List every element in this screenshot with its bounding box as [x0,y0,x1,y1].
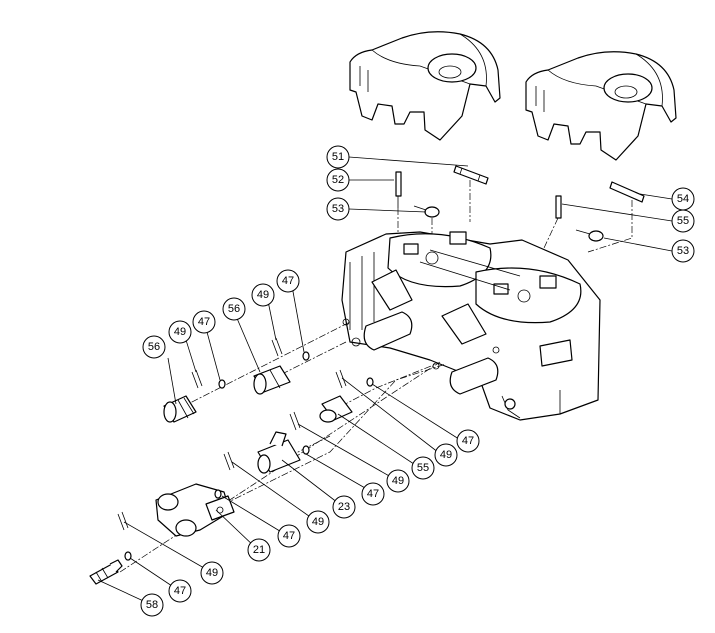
wire-connector-51 [453,165,489,185]
bypass-body-21 [155,483,235,537]
clip-49-mid [271,337,283,357]
svg-text:56: 56 [148,341,160,353]
callout-47-right: 47 [456,429,480,453]
svg-text:49: 49 [257,289,269,301]
clip-49-bottom [117,511,129,531]
washer-47-bottom [124,551,132,561]
callout-55-top: 55 [671,209,695,233]
callout-47-bottom: 47 [168,579,192,603]
svg-text:23: 23 [338,501,350,513]
callout-49-bottom: 49 [200,561,224,585]
svg-text:55: 55 [677,215,689,227]
washer-47-mid [302,351,310,361]
ring-terminal-53a [413,205,440,218]
drain-fitting-58 [89,559,123,585]
leader-lines [97,156,673,605]
callout-23: 23 [332,495,356,519]
callout-49-mid: 49 [251,283,275,307]
elbow-fitting-55 [319,395,353,423]
ring-terminal-53b [575,229,604,242]
svg-text:49: 49 [440,449,452,461]
washer-47-bypass [214,489,222,499]
clip-49-left [191,369,203,389]
callout-47-lower: 47 [277,524,301,548]
valve-cover-right [525,51,677,161]
callout-49-right: 49 [434,443,458,467]
clip-49-lower [223,451,235,471]
callout-55-bottom: 55 [411,456,435,480]
svg-text:49: 49 [206,567,218,579]
clip-49-right [335,369,347,389]
svg-text:53: 53 [677,245,689,257]
callout-51: 51 [326,145,350,169]
tee-fitting-23 [257,431,301,474]
callout-49-left: 49 [168,320,192,344]
svg-text:53: 53 [332,203,344,215]
svg-text:47: 47 [174,585,186,597]
svg-text:47: 47 [462,435,474,447]
washer-47-left [218,379,226,389]
callout-47-center: 47 [361,482,385,506]
svg-text:47: 47 [282,275,294,287]
wire-connector-55a [555,195,562,219]
callout-54: 54 [671,187,695,211]
svg-text:49: 49 [312,516,324,528]
clip-49-center [289,411,301,431]
callout-47-left: 47 [192,310,216,334]
callout-49-lower: 49 [306,510,330,534]
svg-text:47: 47 [283,530,295,542]
valve-body-assembly [341,231,601,421]
valve-cover-left [349,31,501,141]
svg-text:56: 56 [228,303,240,315]
wire-connector-54 [609,181,645,203]
callout-56-left: 56 [142,335,166,359]
callout-21: 21 [247,538,271,562]
svg-text:55: 55 [417,462,429,474]
fitting-56-left [163,395,197,423]
svg-text:52: 52 [332,174,344,186]
callout-47-mid: 47 [276,269,300,293]
svg-text:47: 47 [198,316,210,328]
callout-53-top: 53 [326,197,350,221]
callout-53-right: 53 [671,239,695,263]
svg-text:54: 54 [677,193,689,205]
svg-text:49: 49 [392,475,404,487]
svg-text:58: 58 [146,599,158,611]
fitting-56-mid [253,365,291,395]
svg-text:47: 47 [367,488,379,500]
wire-connector-52 [395,171,402,208]
callout-58: 58 [140,593,164,617]
svg-text:49: 49 [174,326,186,338]
svg-text:51: 51 [332,151,344,163]
callout-49-center: 49 [386,469,410,493]
washer-47-center [302,445,310,455]
svg-text:21: 21 [253,544,265,556]
callout-56-mid: 56 [222,297,246,321]
washer-47-right [366,377,374,387]
callout-52: 52 [326,168,350,192]
